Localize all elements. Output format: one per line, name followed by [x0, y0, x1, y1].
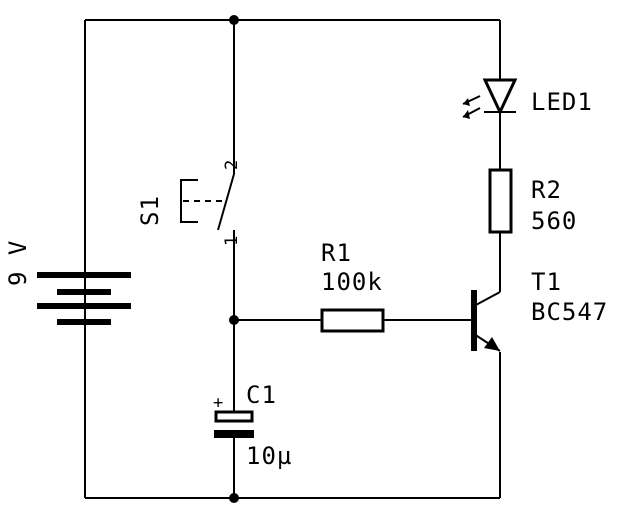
junction-dot	[229, 15, 239, 25]
led-symbol	[462, 78, 518, 119]
resistor-r2-ref: R2	[531, 176, 562, 204]
capacitor-value: 10µ	[246, 442, 292, 470]
battery-label: 9 V	[4, 240, 32, 286]
transistor-symbol	[471, 290, 501, 352]
transistor-value: BC547	[531, 298, 608, 326]
capacitor-polarity: +	[213, 393, 223, 413]
wires	[84, 19, 501, 499]
switch-symbol	[180, 162, 235, 238]
resistor-r2-value: 560	[531, 207, 577, 235]
battery-symbol	[37, 272, 131, 325]
resistor-r1-value: 100k	[321, 268, 383, 296]
switch-ref: S1	[136, 195, 164, 226]
resistor-r2-body	[488, 168, 513, 234]
junction-dot	[229, 493, 239, 503]
led-ref: LED1	[531, 88, 593, 116]
switch-pin1-label: 1	[222, 236, 242, 246]
transistor-ref: T1	[531, 268, 562, 296]
capacitor-ref: C1	[246, 381, 277, 409]
capacitor-symbol	[214, 410, 254, 438]
junction-dot	[229, 315, 239, 325]
resistor-r1-ref: R1	[321, 239, 352, 267]
resistor-r1-body	[320, 308, 385, 333]
switch-pin2-label: 2	[222, 160, 242, 170]
